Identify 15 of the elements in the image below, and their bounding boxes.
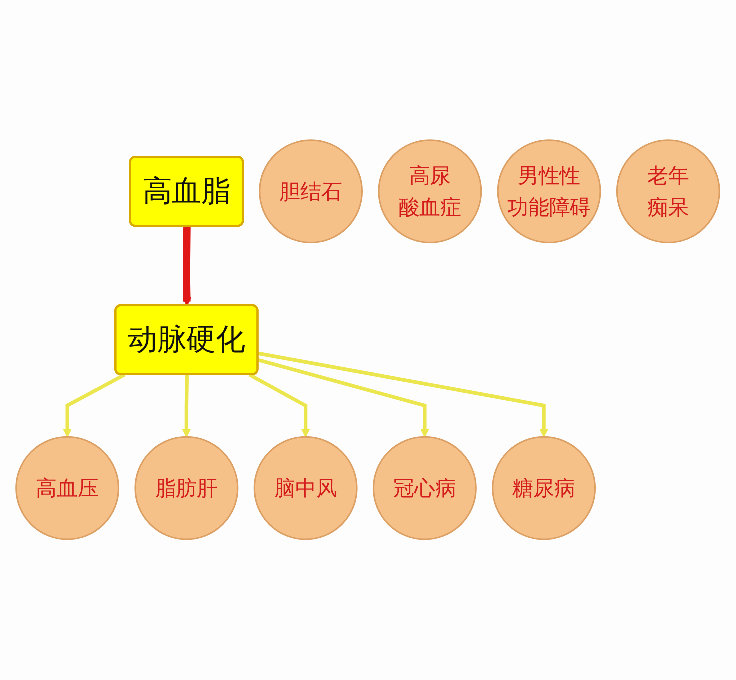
arrow [62,373,126,438]
node-circle: 脂肪肝 [134,436,239,540]
arrow [182,226,192,306]
node-circle: 男性性功能障碍 [497,140,602,244]
node-circle: 高血压 [16,436,120,540]
node-circle: 胆结石 [259,140,364,244]
node-circle: 脑中风 [254,436,358,540]
node-circle: 老年痴呆 [616,140,720,244]
arrow [258,352,549,438]
node-circle: 糖尿病 [492,436,596,540]
node-circle: 高尿酸血症 [378,140,482,244]
arrow [258,358,430,438]
arrow [182,374,192,438]
node-circle: 冠心病 [372,436,477,540]
arrow [248,373,310,438]
